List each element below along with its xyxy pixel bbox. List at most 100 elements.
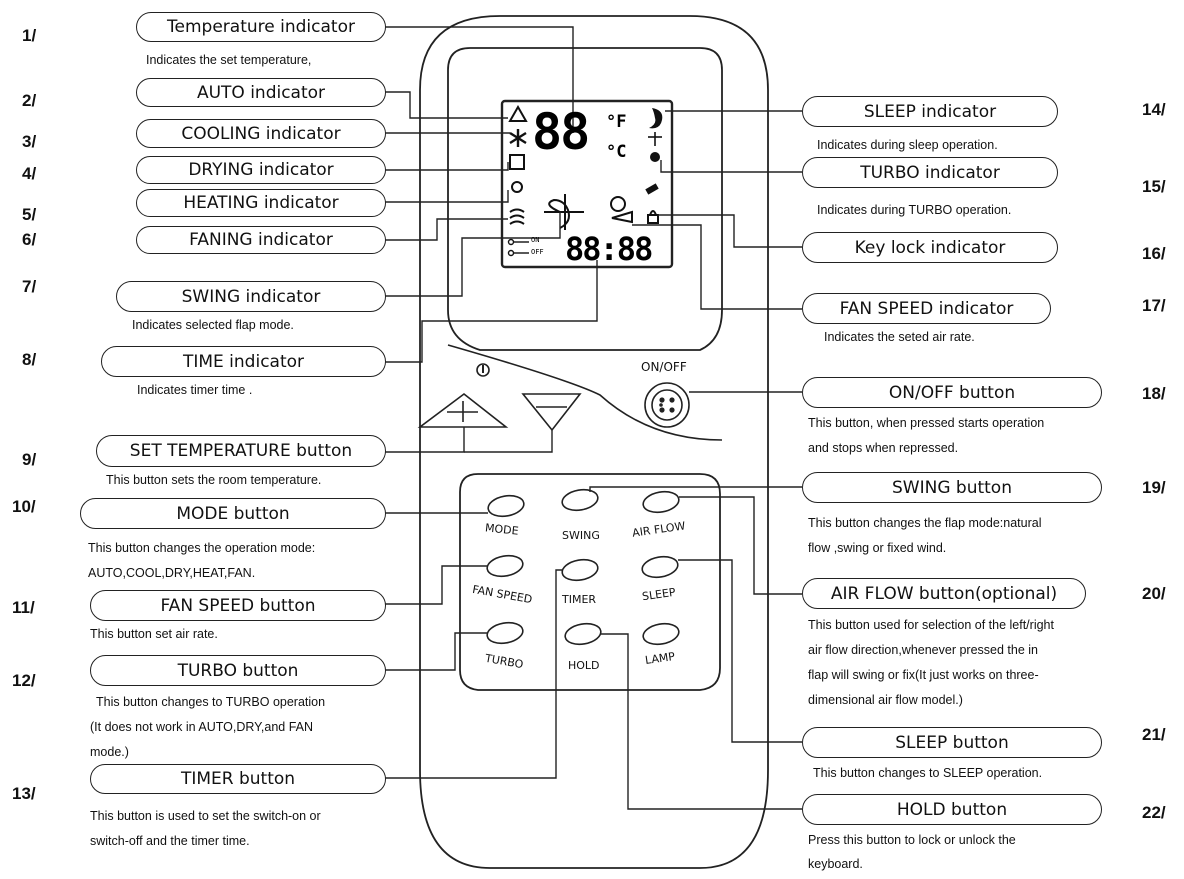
onoff-button-callout: ON/OFF button (802, 377, 1102, 408)
number-1: 1/ (22, 26, 37, 45)
remote-outline (419, 15, 769, 869)
fan-speed-button-callout: FAN SPEED button (90, 590, 386, 621)
temp-up-button (417, 392, 509, 428)
hold-button-shape (564, 622, 602, 646)
airflow-button-desc-1: This button used for selection of the le… (808, 618, 1054, 632)
mode-button-desc-1: This button changes the operation mode: (88, 541, 316, 555)
number-14: 14/ (1142, 100, 1166, 119)
number-7: 7/ (22, 277, 37, 296)
hold-button-desc-2: keyboard. (808, 857, 863, 871)
time-indicator-label: TIME indicator (101, 346, 386, 377)
sleep-button-desc: This button changes to SLEEP operation. (813, 766, 1043, 780)
lcd-frame (500, 99, 674, 269)
number-20: 20/ (1142, 584, 1166, 603)
sleep-indicator-label: SLEEP indicator (802, 96, 1058, 127)
number-4: 4/ (22, 164, 37, 183)
lcd-on-label: ON (531, 236, 540, 244)
swing-indicator-desc: Indicates selected flap mode. (132, 318, 294, 332)
swing-button-label[interactable]: SWING (562, 529, 600, 542)
timer-button-desc-1: This button is used to set the switch-on… (90, 809, 321, 823)
airflow-button-desc-2: air flow direction,whenever pressed the … (808, 643, 1038, 657)
time-indicator-desc: Indicates timer time . (137, 383, 253, 397)
timer-button-callout: TIMER button (90, 764, 386, 794)
number-16: 16/ (1142, 244, 1166, 263)
fan-speed-button-desc: This button set air rate. (90, 627, 218, 641)
timer-button-desc-2: switch-off and the timer time. (90, 834, 250, 848)
airflow-button-callout: AIR FLOW button(optional) (802, 578, 1086, 609)
onoff-button-desc-2: and stops when repressed. (808, 441, 959, 455)
lcd-unit-f: °F (606, 112, 627, 132)
lcd-off-label: OFF (531, 248, 544, 256)
swing-flap-icon (544, 194, 584, 230)
turbo-indicator-label: TURBO indicator (802, 157, 1058, 188)
hold-button-desc-1: Press this button to lock or unlock the (808, 833, 1016, 847)
swing-button-callout: SWING button (802, 472, 1102, 503)
turbo-button-callout: TURBO button (90, 655, 386, 686)
keylock-indicator-label: Key lock indicator (802, 232, 1058, 263)
auto-mode-icon (508, 104, 528, 122)
number-2: 2/ (22, 91, 37, 110)
mode-button-desc-2: AUTO,COOL,DRY,HEAT,FAN. (88, 566, 256, 580)
auto-indicator-label: AUTO indicator (136, 78, 386, 107)
faning-indicator-label: FANING indicator (136, 226, 386, 254)
turbo-button-desc-1: This button changes to TURBO operation (96, 695, 326, 709)
lcd-time-digits: 88:88 (565, 230, 653, 268)
swing-button-shape (561, 488, 599, 512)
hold-button-label[interactable]: HOLD (568, 659, 600, 672)
mode-button-callout: MODE button (80, 498, 386, 529)
dry-mode-icon (509, 154, 525, 170)
timer-button-label[interactable]: TIMER (562, 593, 597, 606)
lamp-button-shape (642, 622, 680, 646)
swing-button-desc-1: This button changes the flap mode:natura… (808, 516, 1042, 530)
number-8: 8/ (22, 350, 37, 369)
sleep-button-callout: SLEEP button (802, 727, 1102, 758)
timer-button-shape (561, 558, 599, 582)
number-22: 22/ (1142, 803, 1166, 822)
heating-indicator-label: HEATING indicator (136, 189, 386, 217)
airflow-button-desc-3: flap will swing or fix(It just works on … (808, 668, 1039, 682)
button-panel (459, 473, 721, 691)
fan-speed-icon (610, 196, 626, 212)
number-21: 21/ (1142, 725, 1166, 744)
drying-indicator-label: DRYING indicator (136, 156, 386, 184)
mode-button-shape (487, 494, 525, 518)
lcd-unit-c: °C (606, 142, 627, 162)
swing-button-desc-2: flow ,swing or fixed wind. (808, 541, 947, 555)
number-9: 9/ (22, 450, 37, 469)
number-18: 18/ (1142, 384, 1166, 403)
number-5: 5/ (22, 205, 37, 224)
turbo-icon (650, 152, 660, 162)
turbo-button-desc-2: (It does not work in AUTO,DRY,and FAN (90, 720, 314, 734)
cooling-indicator-label: COOLING indicator (136, 119, 386, 148)
heat-mode-icon (511, 181, 523, 193)
number-6: 6/ (22, 230, 37, 249)
onoff-button (644, 382, 690, 428)
set-temperature-button-desc: This button sets the room temperature. (106, 473, 322, 487)
lcd-temperature-digits: 88 (532, 103, 590, 161)
onoff-button-desc-1: This button, when pressed starts operati… (808, 416, 1045, 430)
fanspeed-button-shape (486, 554, 524, 578)
sleep-button-shape (641, 555, 679, 579)
fan-speed-indicator-desc: Indicates the seted air rate. (824, 330, 975, 344)
turbo-button-shape (486, 621, 524, 645)
hold-button-callout: HOLD button (802, 794, 1102, 825)
number-10: 10/ (12, 497, 36, 516)
number-13: 13/ (12, 784, 36, 803)
thermometer-icon (476, 363, 490, 377)
turbo-button-desc-3: mode.) (90, 745, 129, 759)
number-3: 3/ (22, 132, 37, 151)
temperature-indicator-label: Temperature indicator (136, 12, 386, 42)
fan-speed-indicator-label: FAN SPEED indicator (802, 293, 1051, 324)
temp-down-button (521, 393, 582, 432)
airflow-button-desc-4: dimensional air flow model.) (808, 693, 963, 707)
set-temperature-button-label: SET TEMPERATURE button (96, 435, 386, 467)
fan-mode-icon (509, 208, 525, 225)
keylock-icon (647, 214, 659, 224)
number-19: 19/ (1142, 478, 1166, 497)
number-12: 12/ (12, 671, 36, 690)
sleep-icon (649, 108, 663, 129)
number-17: 17/ (1142, 296, 1166, 315)
airflow-button-shape (642, 490, 680, 514)
turbo-indicator-desc: Indicates during TURBO operation. (817, 203, 1012, 217)
